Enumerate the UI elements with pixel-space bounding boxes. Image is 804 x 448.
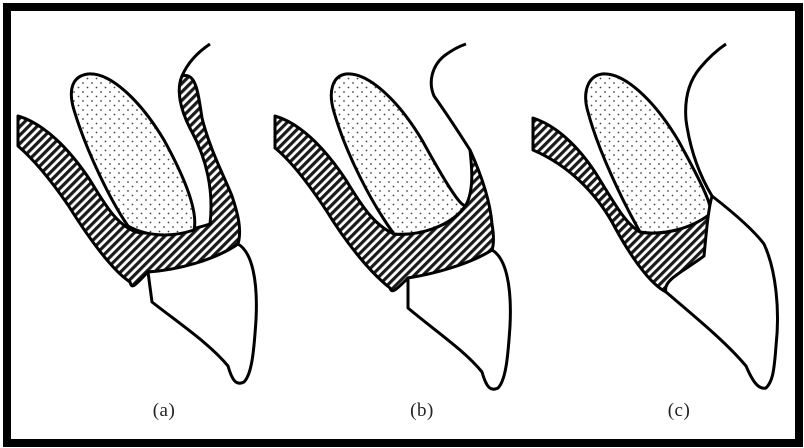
panel-b (275, 44, 510, 389)
panel-c-label: (c) (668, 400, 691, 422)
panel-a-label: (a) (153, 400, 176, 422)
panel-a (18, 44, 256, 383)
panel-b-label: (b) (410, 400, 434, 422)
panel-c (533, 44, 778, 388)
panel-a-top-line (182, 44, 210, 76)
panel-b-top-line (431, 44, 470, 150)
